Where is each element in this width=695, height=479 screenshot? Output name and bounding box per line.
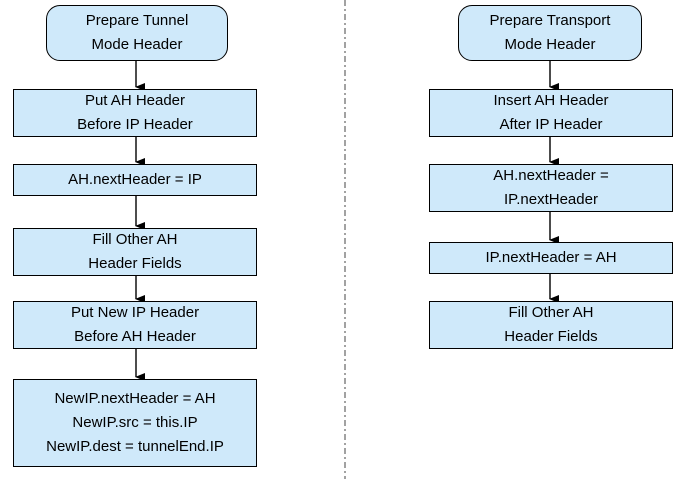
node-put-ah-header-before-ip-header: Put AH Header Before IP Header [13, 89, 257, 137]
node-label: Insert AH Header After IP Header [493, 92, 609, 133]
node-label: Put New IP Header Before AH Header [70, 304, 200, 345]
node-prepare-tunnel-mode-header: Prepare Tunnel Mode Header [46, 5, 228, 61]
node-label: Fill Other AH Header Fields [88, 231, 182, 272]
node-fill-other-ah-header-fields-transport: Fill Other AH Header Fields [429, 301, 673, 349]
node-ah-nextheader-equals-ip-nextheader: AH.nextHeader = IP.nextHeader [429, 164, 673, 212]
node-insert-ah-header-after-ip-header: Insert AH Header After IP Header [429, 89, 673, 137]
node-label: Prepare Tunnel Mode Header [85, 12, 189, 53]
node-label: IP.nextHeader = AH [485, 249, 617, 266]
node-ip-nextheader-equals-ah: IP.nextHeader = AH [429, 242, 673, 274]
node-fill-other-ah-header-fields-tunnel: Fill Other AH Header Fields [13, 228, 257, 276]
node-label: AH.nextHeader = IP.nextHeader [493, 167, 609, 208]
node-newip-assignments: NewIP.nextHeader = AH NewIP.src = this.I… [13, 379, 257, 467]
node-label: Put AH Header Before IP Header [77, 92, 193, 133]
node-label: Prepare Transport Mode Header [489, 12, 611, 53]
node-label: Fill Other AH Header Fields [504, 304, 598, 345]
node-prepare-transport-mode-header: Prepare Transport Mode Header [458, 5, 642, 61]
node-label: NewIP.nextHeader = AH NewIP.src = this.I… [46, 390, 224, 455]
node-put-new-ip-header-before-ah-header: Put New IP Header Before AH Header [13, 301, 257, 349]
node-ah-nextheader-equals-ip: AH.nextHeader = IP [13, 164, 257, 196]
node-label: AH.nextHeader = IP [68, 171, 202, 188]
